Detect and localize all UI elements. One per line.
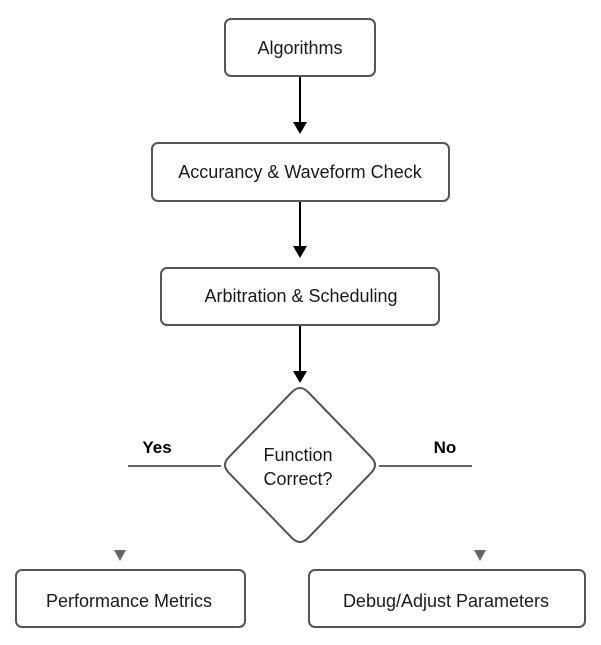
node-algorithms: Algorithms [224, 18, 376, 77]
node-accuracy-waveform-check-label: Accurancy & Waveform Check [178, 162, 422, 182]
node-debug-adjust-parameters: Debug/Adjust Parameters [308, 569, 586, 628]
node-arbitration-scheduling: Arbitration & Scheduling [160, 267, 440, 326]
edge-label-yes: Yes [142, 438, 171, 457]
node-debug-adjust-parameters-label: Debug/Adjust Parameters [343, 591, 549, 611]
node-arbitration-scheduling-label: Arbitration & Scheduling [204, 286, 397, 306]
decision-label-line1: Function [263, 445, 332, 465]
node-performance-metrics: Performance Metrics [15, 569, 246, 628]
arrow-decision-yes-to-performance [114, 465, 221, 561]
node-performance-metrics-label: Performance Metrics [46, 591, 212, 611]
decision-label-line2: Correct? [263, 469, 332, 489]
node-decision-function-correct: Function Correct? [224, 387, 376, 543]
arrow-accuracy-to-arbitration [293, 202, 307, 258]
arrow-decision-no-to-debug [379, 465, 486, 561]
node-accuracy-waveform-check: Accurancy & Waveform Check [151, 142, 450, 202]
edge-label-no: No [434, 438, 457, 457]
arrow-algorithms-to-accuracy [293, 77, 307, 134]
arrow-arbitration-to-decision [293, 326, 307, 383]
node-algorithms-label: Algorithms [257, 38, 342, 58]
